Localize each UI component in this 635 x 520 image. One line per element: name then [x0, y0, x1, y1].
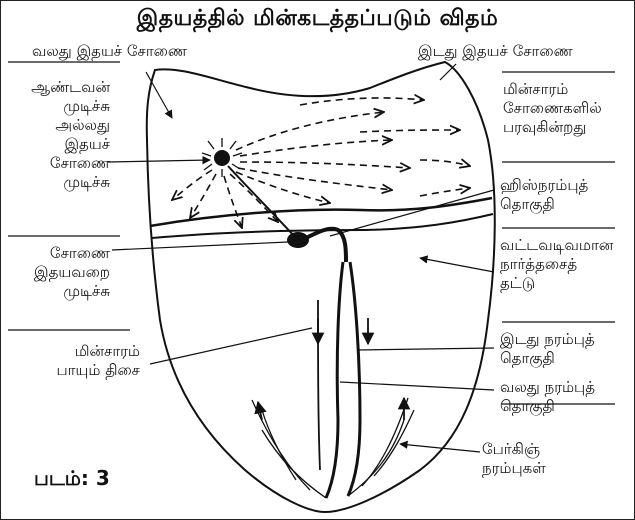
heart-outline [147, 62, 495, 512]
label-left-atrium: இடது இதயச் சோணை [418, 42, 573, 61]
label-right-bundle: வலது நரம்புத் தொகுதி [500, 378, 595, 416]
label-right-atrium: வலது இதயச் சோணை [32, 42, 187, 61]
figure-label: படம்: 3 [34, 466, 110, 493]
label-current-spread: மின்சாரம் சோணைகளில் பரவுகின்றது [503, 80, 602, 137]
label-av-node: சோணை இதயவறை முடிச்சு [0, 244, 110, 301]
label-sa-node: ஆண்டவன் முடிச்சு அல்லது இதயச் சோணை முடிச… [0, 78, 110, 192]
sa-node [214, 150, 230, 166]
left-bundle-branch [326, 262, 343, 498]
fibrous-ring-line-top [150, 198, 492, 226]
purkinje-fibers [252, 398, 414, 498]
diagram-title: இதயத்தில் மின்கடத்தப்படும் விதம் [0, 6, 635, 34]
label-current-direction: மின்சாரம் பாயும் திசை [0, 342, 140, 380]
label-purkinje: பேர்கிஞ் நரம்புகள் [482, 440, 546, 478]
label-left-bundle: இடது நரம்புத் தொகுதி [500, 330, 595, 368]
right-bundle-branch [348, 262, 360, 496]
label-his-bundle: ஹிஸ்நரம்புத் தொகுதி [500, 176, 588, 214]
av-node [287, 232, 309, 248]
label-fibrous-ring: வட்டவடிவமான நார்த்தசைத் தட்டு [500, 236, 613, 293]
ventricle-arrows [258, 318, 404, 420]
